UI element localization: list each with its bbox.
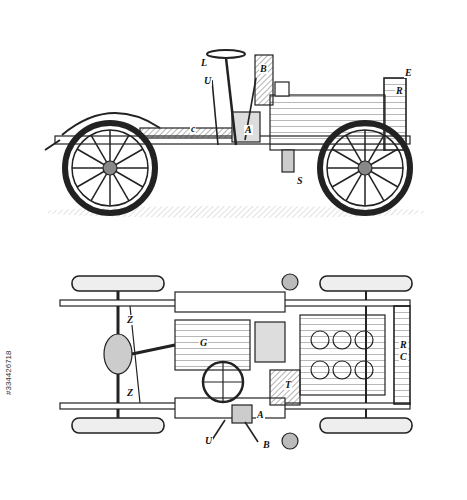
lever-l	[212, 80, 218, 145]
part-letter: R	[399, 340, 408, 350]
wheel-spoke	[91, 135, 107, 162]
part-letter: C	[399, 352, 408, 362]
rear-spring	[45, 140, 60, 150]
floor	[140, 128, 235, 138]
seat-panel	[175, 292, 285, 312]
part-letter: Z	[126, 315, 134, 325]
steering-wheel-top	[203, 362, 243, 402]
lever-u-top	[212, 420, 225, 440]
oil-tank	[255, 55, 273, 105]
rear-wheel-top	[72, 276, 164, 291]
wheel-spoke	[72, 167, 103, 169]
wheel-spoke	[364, 130, 366, 161]
front-wheel-top	[320, 276, 412, 291]
wheel-spoke	[114, 174, 130, 201]
wheel-spoke	[109, 175, 111, 206]
part-s	[282, 150, 294, 172]
part-letter: Z	[126, 388, 134, 398]
cylinders	[311, 331, 373, 379]
side-wheels	[65, 123, 410, 213]
steering-wheel	[207, 50, 245, 58]
wheel-spoke	[346, 135, 362, 162]
steering-column	[226, 58, 236, 145]
clutch	[255, 322, 285, 362]
part-letter: U	[204, 436, 213, 446]
engine-top	[300, 315, 385, 395]
part-letter: c	[190, 124, 196, 134]
front-wheel-bottom	[320, 418, 412, 433]
gearbox-a-top	[232, 405, 252, 423]
part-letter: B	[259, 64, 268, 74]
carburettor	[275, 82, 289, 96]
drive-shaft	[132, 345, 175, 354]
radiator-top	[394, 306, 410, 404]
lever-b	[245, 78, 256, 140]
part-letter: T	[284, 380, 292, 390]
wheel-spoke	[364, 175, 366, 206]
lever-b-top	[245, 422, 258, 442]
part-letter: S	[296, 176, 304, 186]
rear-wheel-bottom	[72, 418, 164, 433]
part-letter: B	[262, 440, 271, 450]
part-letter: G	[199, 338, 208, 348]
stock-id: #334426718	[4, 351, 13, 396]
wheel-spoke	[369, 174, 385, 201]
wheel-spoke	[77, 172, 104, 188]
wheel-spoke	[332, 172, 359, 188]
wheel-spoke	[116, 149, 143, 165]
wheel-spoke	[117, 167, 148, 169]
wheel-spoke	[372, 167, 403, 169]
wheel-spoke	[371, 149, 398, 165]
wheel-spoke	[109, 130, 111, 161]
part-letter: L	[200, 58, 208, 68]
lamp-top	[282, 274, 298, 290]
gearbox-g	[175, 320, 250, 370]
part-letter: E	[404, 68, 413, 78]
differential	[104, 334, 132, 374]
wheel-spoke	[327, 167, 358, 169]
part-t	[270, 370, 300, 405]
lamp-bottom	[282, 433, 298, 449]
part-letter: U	[203, 76, 212, 86]
part-letter: R	[395, 86, 404, 96]
part-letter: A	[244, 125, 253, 135]
part-letter: A	[256, 410, 265, 420]
